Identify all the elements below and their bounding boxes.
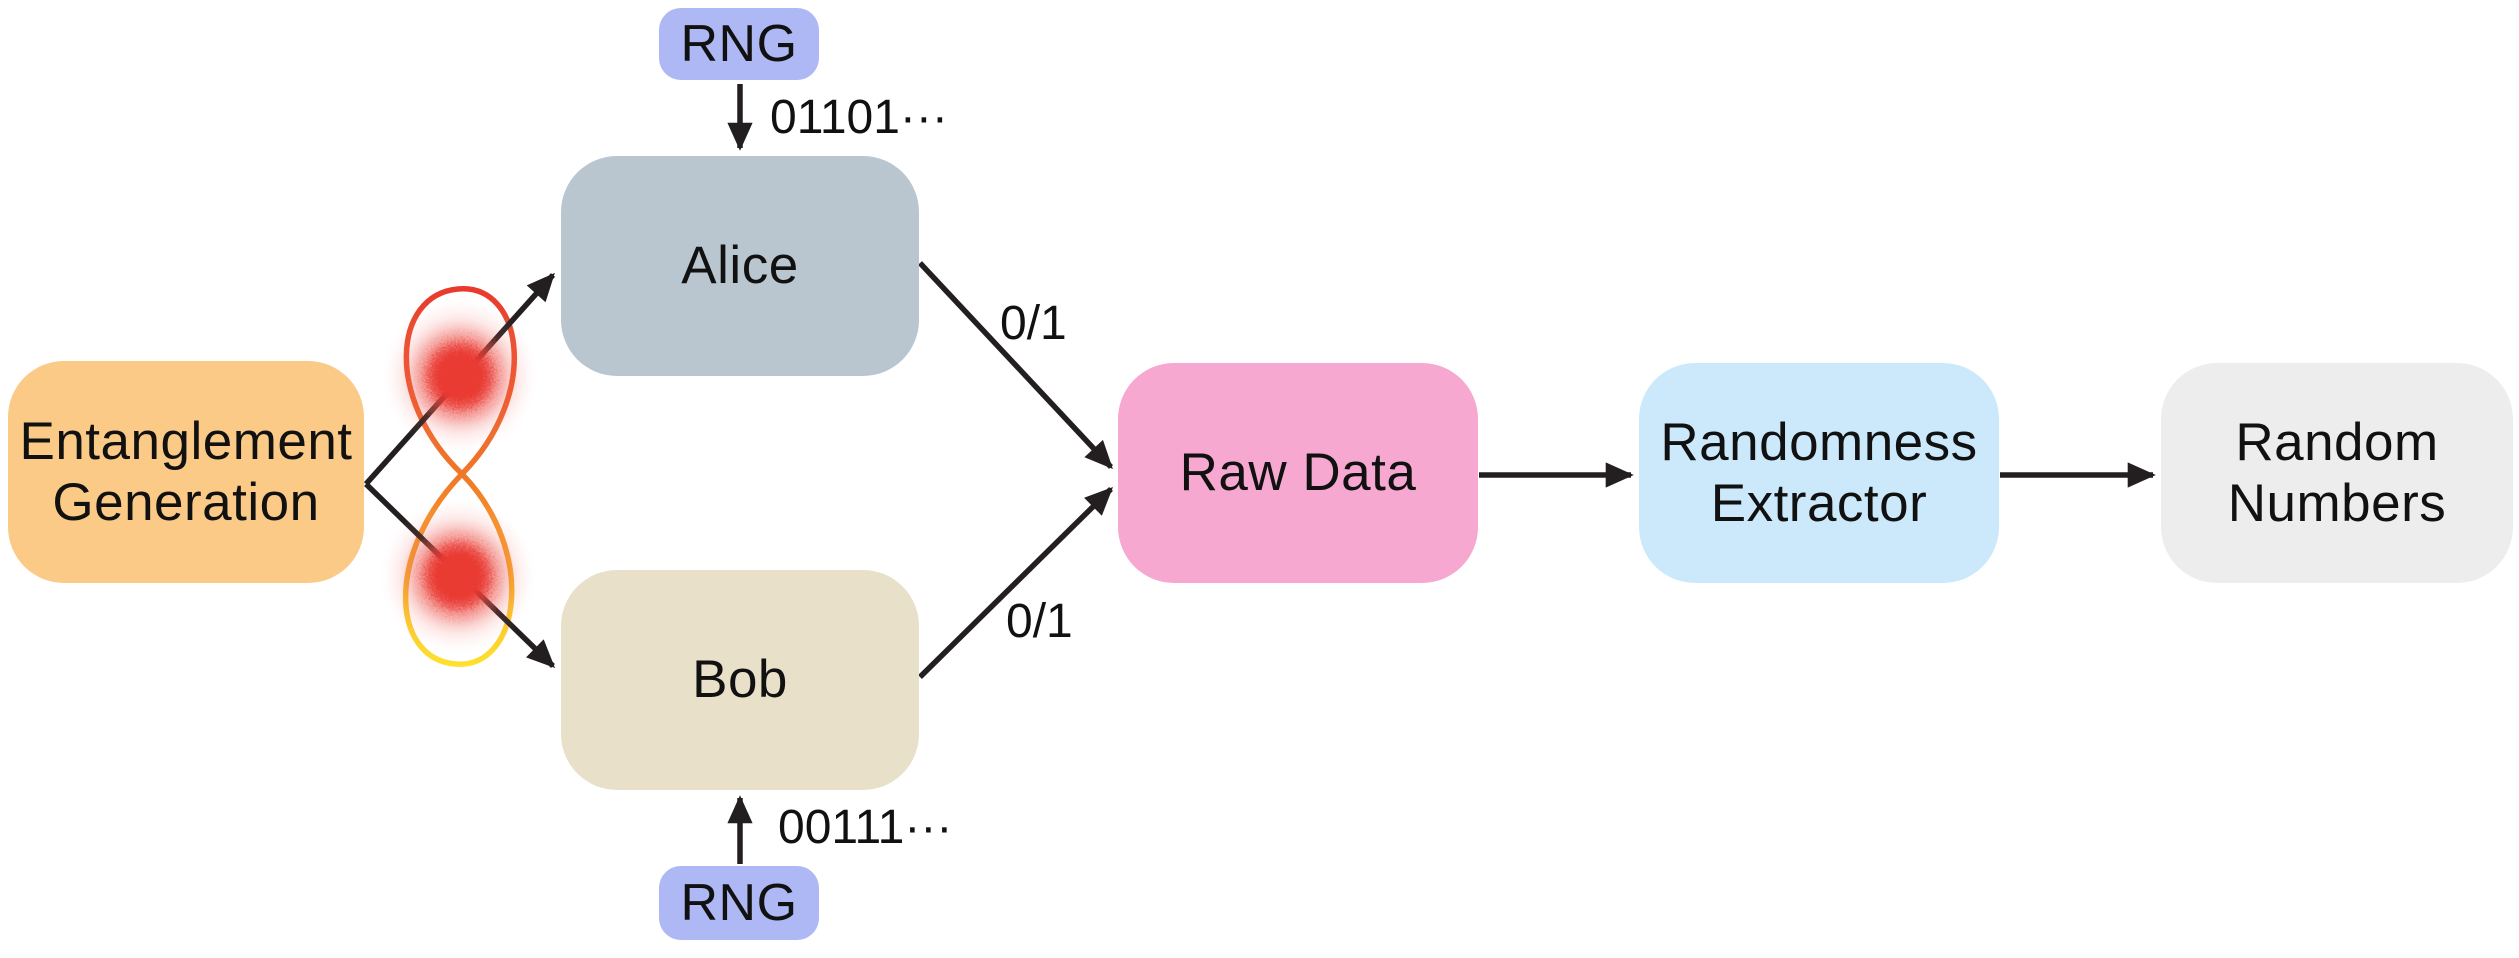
entanglement-generation-label: Entanglement Generation [19,411,353,532]
label-alice-output-bit: 0/1 [1000,297,1067,350]
node-rng-top: RNG [659,8,819,80]
node-rng-bottom: RNG [659,866,819,940]
node-bob: Bob [561,570,919,790]
randomness-extractor-label: Randomness Extractor [1660,412,1978,533]
arrow-bob-to-raw-data [918,487,1114,679]
raw-data-label: Raw Data [1179,443,1417,503]
node-alice: Alice [561,156,919,376]
node-entanglement-generation: Entanglement Generation [8,361,364,583]
label-rng-bottom-bitstring: 00111··· [778,801,953,854]
arrow-alice-to-raw-data [917,261,1114,470]
label-rng-top-bitstring: 01101··· [770,91,948,144]
rng-bottom-label: RNG [680,873,798,932]
rng-top-label: RNG [680,14,798,73]
bob-label: Bob [692,650,788,710]
random-numbers-label: Random Numbers [2227,412,2447,533]
photon-pair [380,298,538,654]
photon-bottom-icon [406,524,510,628]
label-bob-output-bit: 0/1 [1006,595,1073,648]
node-raw-data: Raw Data [1118,363,1478,583]
node-random-numbers: Random Numbers [2161,363,2513,583]
node-randomness-extractor: Randomness Extractor [1639,363,1999,583]
photon-top-icon [408,324,512,428]
alice-label: Alice [681,236,799,296]
